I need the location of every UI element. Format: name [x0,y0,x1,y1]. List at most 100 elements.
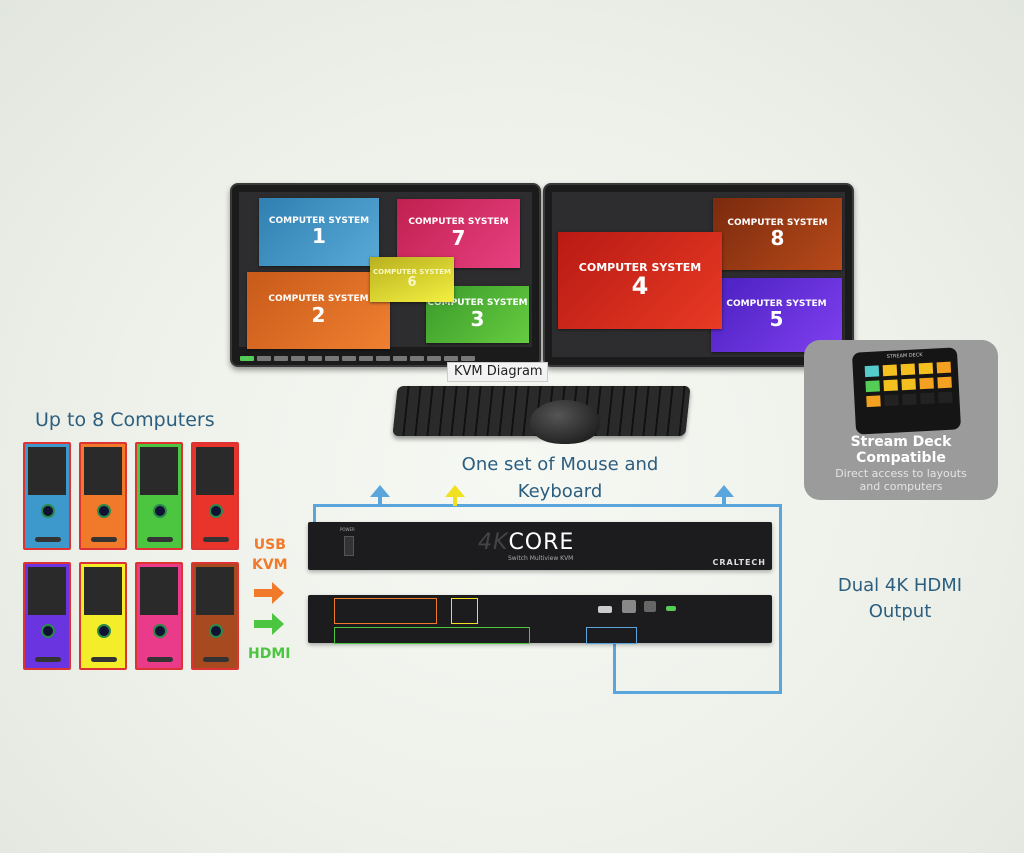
mouse-icon [530,400,600,444]
caption-line1: One set of Mouse and [461,454,659,475]
tower-slot [147,537,173,542]
tile-number: 3 [470,306,485,331]
logo-4k: 4K [478,530,509,555]
tile-number: 8 [770,226,785,251]
tower-panel [140,567,178,615]
usb-pc-ports [334,598,437,624]
power-button-icon [209,504,223,518]
tile-number: 1 [312,224,326,249]
arrow-stem-1 [378,496,382,506]
computer-tower-5 [23,562,71,670]
stream-deck-title1: Stream Deck [850,434,952,450]
computer-tower-8 [191,562,239,670]
stream-deck-title2: Compatible [856,450,946,466]
hdmi-label: HDMI [248,646,291,662]
tile-number: 4 [631,271,649,300]
stream-deck-brand: STREAM DECK [886,352,923,360]
tower-panel [28,567,66,615]
kvm-rear-panel [308,595,772,644]
connection-arrows [254,582,284,635]
usb-arrow-icon [254,582,284,604]
output-line2: Output [868,601,932,622]
tile-label: COMPUTER SYSTEM [373,268,451,276]
remote-port [644,601,656,612]
computers-title: Up to 8 Computers [35,409,215,431]
power-button-icon [153,624,167,638]
stream-deck-keys [864,361,960,408]
kvm-subtitle: Switch Multiview KVM [508,555,574,562]
power-button-icon [153,504,167,518]
hdmi-arrow-icon [254,613,284,635]
usb-bus-line [313,504,782,507]
tower-panel [196,447,234,495]
usb-port [598,606,612,613]
tower-slot [147,657,173,662]
arrow-stem-3 [722,496,726,506]
tower-slot [203,537,229,542]
layout-taskbar[interactable] [240,356,475,361]
computer-tower-2 [79,442,127,550]
output-line1: Dual 4K HDMI [837,575,963,596]
hdmi-out-line-right [779,504,782,694]
tile-number: 5 [769,307,784,332]
bus-left-drop [313,504,316,524]
usb-label: USB [253,537,286,553]
kvm-label: KVM [252,557,288,573]
power-switch[interactable] [344,536,354,556]
kvm-front-panel: POWER 4KCORE Switch Multiview KVM CRALTE… [308,522,772,570]
caption-line2: Keyboard [517,481,603,502]
tower-panel [196,567,234,615]
tower-panel [84,447,122,495]
hdmi-out-line-up [613,640,616,694]
arrow-stem-2 [453,496,457,506]
power-label: POWER [340,527,355,532]
power-button-icon [97,624,111,638]
tower-slot [91,657,117,662]
hdmi-out-line-bottom [613,691,782,694]
tower-slot [91,537,117,542]
stream-deck-device: STREAM DECK [851,347,962,435]
power-button-icon [41,624,55,638]
kvm-logo: 4KCORE [478,530,574,555]
computer-tower-7 [135,562,183,670]
tile-label: COMPUTER SYSTEM [727,217,828,228]
tile-label: COMPUTER SYSTEM [268,294,369,305]
power-button-icon [209,624,223,638]
computer-tower-6 [79,562,127,670]
tile-label: COMPUTER SYSTEM [427,298,528,309]
stream-deck-sub1: Direct access to layouts [835,467,967,480]
stream-deck-sub2: and computers [859,480,943,493]
tile-number: 6 [407,275,417,291]
ethernet-port [622,600,636,613]
hdmi-in-ports [334,627,530,644]
usb-user-ports [451,598,478,624]
hdmi-out-ports [586,627,637,644]
kvm-brand: CRALTECH [712,558,766,567]
tower-panel [140,447,178,495]
up-arrow-yellow-icon [445,485,465,497]
logo-core: CORE [508,530,575,555]
tile-label: COMPUTER SYSTEM [578,261,702,275]
tile-number: 2 [311,302,326,327]
up-arrow-icon [714,485,734,497]
computer-tower-1 [23,442,71,550]
tile-label: COMPUTER SYSTEM [268,215,370,226]
tile-number: 7 [451,225,466,250]
output-caption: Dual 4K HDMI Output [800,573,1000,625]
power-button-icon [97,504,111,518]
power-button-icon [41,504,55,518]
kvm-diagram-tooltip: KVM Diagram [447,362,548,382]
tower-slot [35,537,61,542]
tower-panel [28,447,66,495]
